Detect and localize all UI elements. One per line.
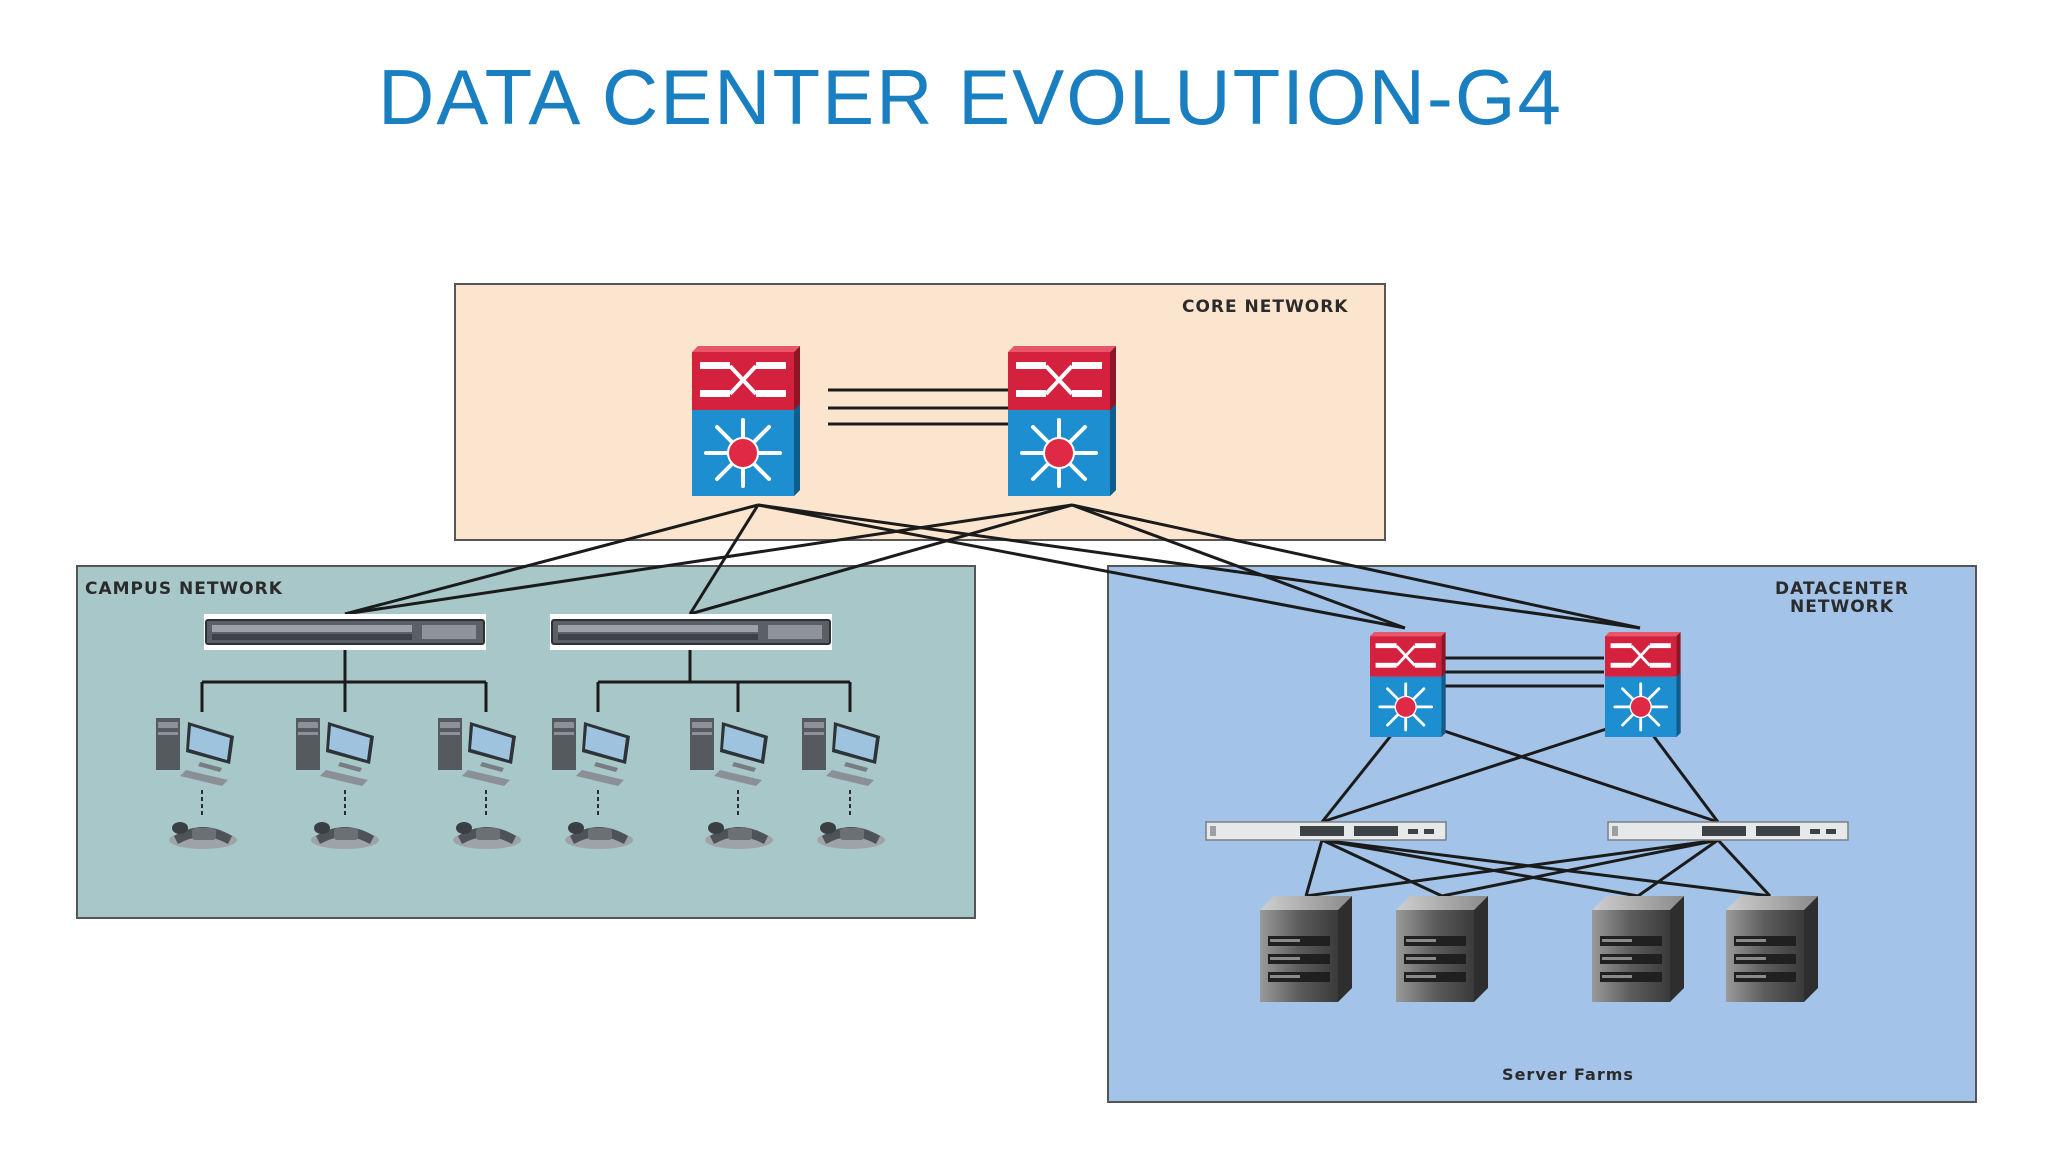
dc-router-1 — [1368, 630, 1447, 739]
datacenter-network-label-line2: NETWORK — [1790, 597, 1894, 617]
phone-links — [201, 790, 851, 818]
campus-switch-2 — [549, 613, 833, 651]
dc-access-switch-2 — [1607, 821, 1849, 841]
server-farms-label: Server Farms — [1502, 1065, 1634, 1084]
campus-switch-1 — [203, 613, 487, 651]
core-network-zone: CORE NETWORK — [454, 283, 1386, 541]
server-3 — [1592, 896, 1684, 1002]
core-network-label: CORE NETWORK — [1182, 297, 1348, 317]
dc-access-switch-1 — [1205, 821, 1447, 841]
server-2 — [1396, 896, 1488, 1002]
dc-router-2 — [1603, 630, 1682, 739]
server-4 — [1726, 896, 1818, 1002]
datacenter-network-label-line1: DATACENTER — [1775, 579, 1909, 599]
core-router-1 — [690, 344, 802, 498]
campus-network-label: CAMPUS NETWORK — [85, 579, 283, 599]
core-router-2 — [1006, 344, 1118, 498]
server-1 — [1260, 896, 1352, 1002]
slide-title: DATA CENTER EVOLUTION-G4 — [378, 53, 1563, 141]
network-links — [200, 388, 1772, 898]
